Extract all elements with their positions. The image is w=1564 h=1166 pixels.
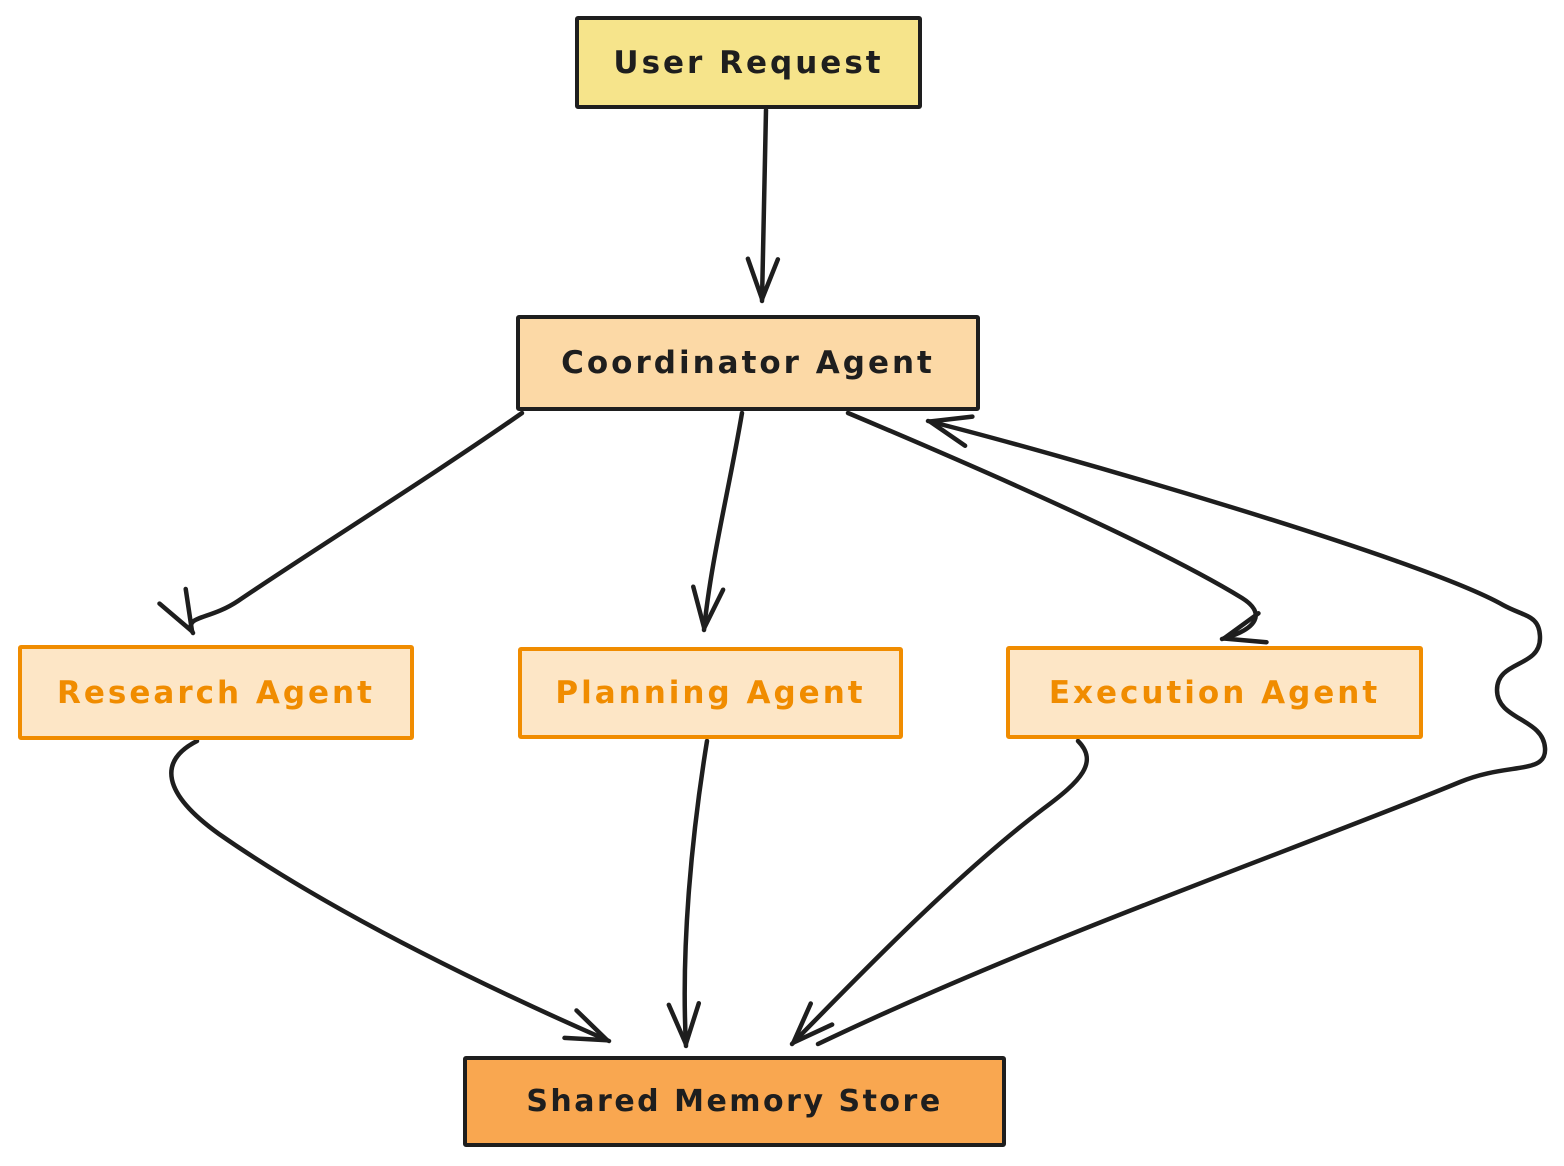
node-planning-agent-label: Planning Agent: [555, 675, 866, 711]
edge-planning-to-shared-memory: [666, 738, 710, 1049]
node-research-agent-label: Research Agent: [57, 674, 375, 711]
edge-shared-memory-to-coordinator: [815, 414, 1548, 1047]
edge-execution-to-shared-memory: [789, 738, 1090, 1047]
edge-research-to-shared-memory: [169, 738, 612, 1044]
node-user-request-label: User Request: [613, 44, 884, 81]
node-user-request: User Request: [575, 16, 922, 109]
edge-coordinator-to-execution: [845, 410, 1269, 645]
node-shared-memory-store-label: Shared Memory Store: [526, 1084, 943, 1119]
node-coordinator-agent: Coordinator Agent: [516, 315, 980, 411]
node-coordinator-agent-label: Coordinator Agent: [561, 345, 935, 381]
node-planning-agent: Planning Agent: [518, 647, 903, 739]
edge-coordinator-to-research: [157, 410, 525, 636]
edge-user-request-to-coordinator: [745, 107, 781, 304]
node-research-agent: Research Agent: [18, 645, 414, 740]
node-shared-memory-store: Shared Memory Store: [463, 1056, 1006, 1147]
edge-coordinator-to-planning: [691, 410, 745, 633]
node-execution-agent-label: Execution Agent: [1048, 674, 1381, 711]
node-execution-agent: Execution Agent: [1006, 646, 1423, 739]
